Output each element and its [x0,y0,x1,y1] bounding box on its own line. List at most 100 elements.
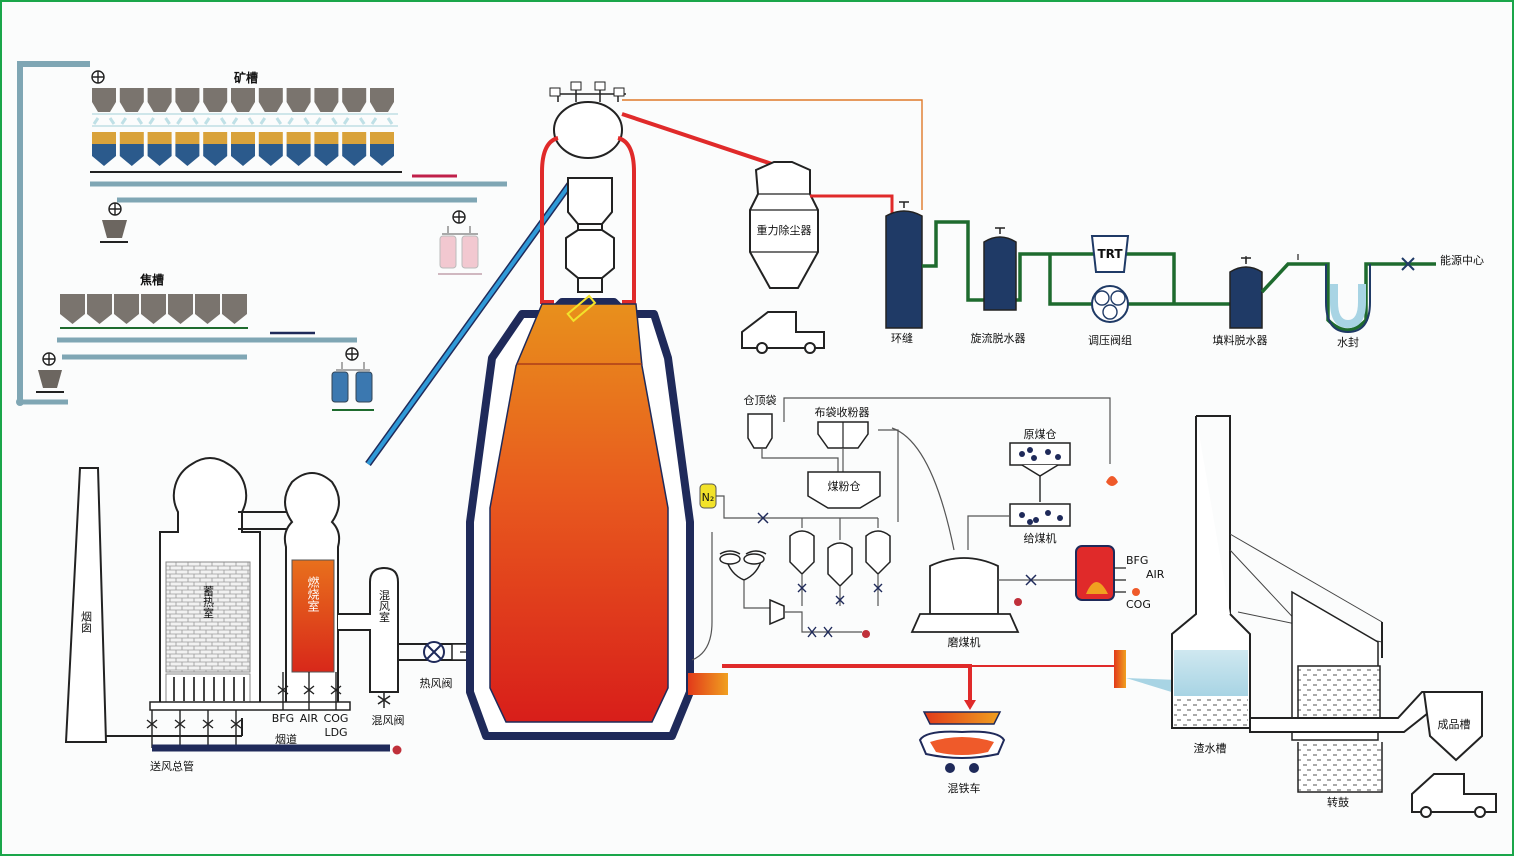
water-seal-label: 水封 [1337,335,1359,349]
burner-valve-icon [303,685,315,695]
packed-dewater-label: 填料脱水器 [1213,333,1268,347]
ore-bin [147,144,172,166]
coke-bin [87,294,112,324]
combustion-flame [291,559,335,673]
ore-top-hopper [175,88,200,112]
flue-valve-icon [202,719,214,729]
ore-layer [147,132,172,144]
ore-top-hopper [286,88,311,112]
ore-bin-label: 矿槽 [234,70,258,85]
coke-bin [60,294,85,324]
coke-bins [60,294,247,324]
ore-top-hopper [342,88,367,112]
valve-icon [797,583,807,593]
coal-dot [1031,455,1037,461]
coke-bin [114,294,139,324]
gas-cleaning-line [621,99,1436,354]
ore-layer [119,132,144,144]
ore-top-hopper [314,88,339,112]
ore-top-hopper [370,88,394,112]
ore-top-hopper [203,88,228,112]
coal-dot [1027,519,1033,525]
dust-truck [741,311,825,349]
injection-tanks [789,518,891,606]
injection-tank [827,542,853,588]
top-bin-label: 仓顶袋 [744,393,777,407]
labels: 矿槽 焦槽 烟囱 蓄热室 燃烧室 混风室 热风阀 混风阀 烟道 送风总管 BFG… [80,70,1485,809]
coke-bin [222,294,247,324]
mixing-valve-label: 混风阀 [372,713,405,727]
furnace-burden [489,303,669,723]
product-bin [1422,691,1483,762]
n2-label: N₂ [702,491,715,504]
dust-catcher-label: 重力除尘器 [757,223,812,237]
coal-powder-bin [807,471,881,509]
main-air-pipe-label: 送风总管 [150,759,194,773]
coal-dot [1019,451,1025,457]
raw-coal-bin-label: 原煤仓 [1024,427,1057,441]
ore-layer [342,132,367,144]
ore-layer [258,132,283,144]
burner-valve-icon [330,685,342,695]
checker-bricks [165,561,251,673]
chimney [64,467,108,743]
trt-label: TRT [1097,247,1123,261]
coal-dot [1019,512,1025,518]
trt-turbine [1090,235,1130,273]
ore-layer [314,132,339,144]
ore-bin [286,144,311,166]
coal-dot [1045,449,1051,455]
coal-dot [1033,517,1039,523]
slag-granulation [1114,415,1497,818]
mill-air-label: AIR [1146,568,1165,581]
ore-layer [231,132,255,144]
coke-bin [141,294,166,324]
ore-top-hopper [92,88,116,112]
bfg-label: BFG [272,712,294,725]
ore-bin [314,144,339,166]
ore-bin [231,144,255,166]
torpedo-car-label: 混铁车 [948,781,981,795]
cyclone-dewater-label: 旋流脱水器 [971,331,1026,345]
coke-bin-label: 焦槽 [139,272,164,287]
slag-tank-label: 渣水槽 [1194,741,1227,755]
mill-cog-label: COG [1126,598,1151,611]
ore-bins [92,88,398,166]
chimney-label: 烟囱 [80,610,93,633]
ore-layer [175,132,200,144]
cyclone-dewater [983,236,1017,311]
coal-powder-bin-label: 煤粉仓 [828,479,861,493]
coke-conveyor-system [36,294,374,411]
ore-bin [119,144,144,166]
ore-layer [92,132,116,144]
flue-valve-icon [174,719,186,729]
ring-seam-scrubber [885,210,923,329]
top-pressure-hopper [565,229,615,279]
ore-bin [92,144,116,166]
blast-furnace [466,81,728,740]
pressure-valve-label: 调压阀组 [1088,333,1132,347]
rotary-drum [1297,665,1381,719]
bag-collector-label: 布袋收粉器 [815,405,870,419]
ore-top-hopper [231,88,255,112]
coal-dot [1027,447,1033,453]
ore-bin [203,144,228,166]
hot-stove [64,457,490,755]
distribution-chute [566,294,597,323]
coke-bin [195,294,220,324]
ore-bin [370,144,394,166]
hot-gas-generator [1075,545,1115,601]
flue-label: 烟道 [275,732,297,746]
slag-runner [1114,650,1126,688]
packed-dewater [1229,266,1263,329]
flue-valve-icon [230,719,242,729]
top-receiving-hopper [567,177,613,225]
air-label: AIR [300,712,319,725]
coal-dot [1045,510,1051,516]
ore-bin [175,144,200,166]
burner-valve-icon [277,685,289,695]
injection-tank [789,530,815,576]
energy-center-text: 能源中心 [1440,253,1484,267]
